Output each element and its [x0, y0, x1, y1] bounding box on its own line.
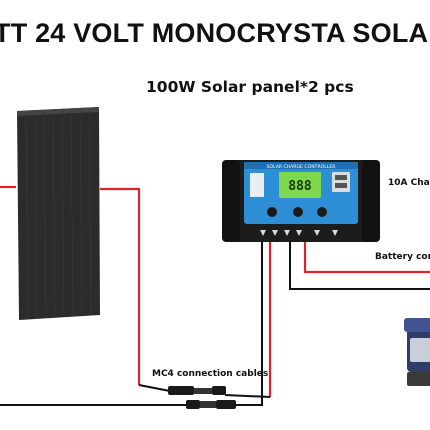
- solar-panel: [17, 107, 100, 320]
- controller-header-text: SOLAR CHARGE CONTROLLER: [267, 164, 337, 170]
- positive-wires: [0, 185, 430, 397]
- panel-subtitle: 100W Solar panel*2 pcs: [146, 78, 354, 96]
- button-right: [317, 207, 327, 217]
- button-middle: [293, 207, 303, 217]
- page-title: TT 24 VOLT MONOCRYSTA SOLA: [0, 18, 429, 48]
- battery: [404, 318, 430, 386]
- battery-label: Battery cor: [375, 252, 430, 262]
- mc4-connector-upper: [168, 386, 226, 395]
- mc4-connector-lower: [186, 400, 236, 409]
- button-left: [267, 207, 277, 217]
- controller-label: 10A Char: [388, 178, 430, 188]
- mc4-label: MC4 connection cables: [152, 369, 269, 379]
- charge-controller: SOLAR CHARGE CONTROLLER 888: [222, 160, 380, 242]
- lcd-display: [279, 172, 321, 198]
- lcd-readout: 888: [288, 179, 312, 194]
